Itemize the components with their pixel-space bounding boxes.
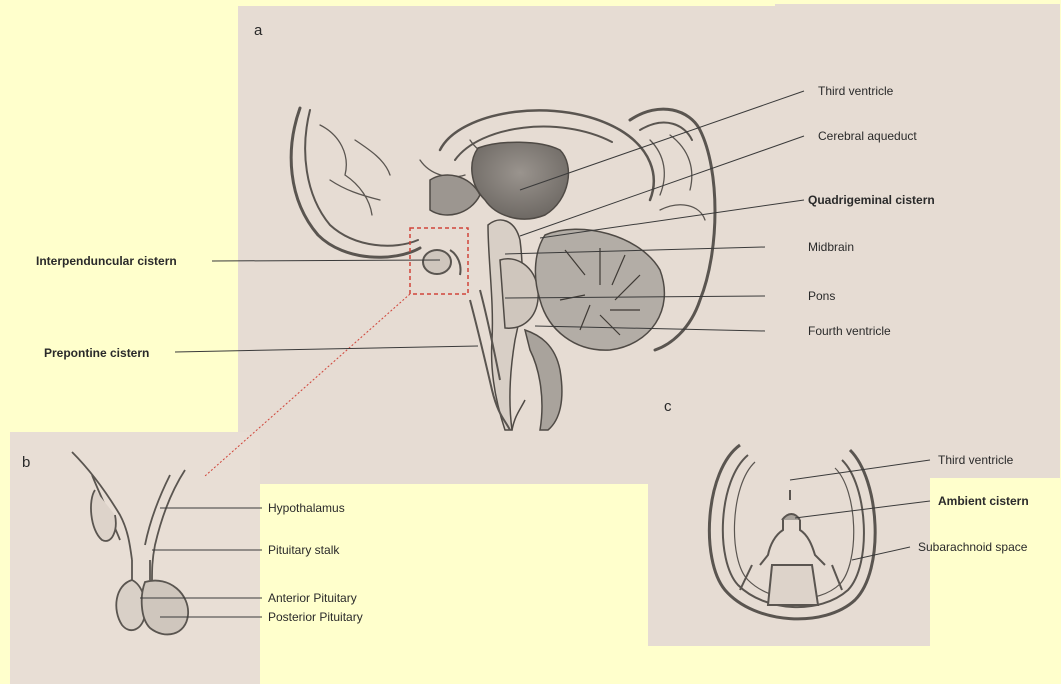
label-third-ventricle-a: Third ventricle <box>818 84 893 98</box>
label-subarachnoid-space: Subarachnoid space <box>918 540 1027 554</box>
label-midbrain: Midbrain <box>808 240 854 254</box>
label-fourth-ventricle: Fourth ventricle <box>808 324 891 338</box>
panel-b-paper <box>10 432 260 684</box>
label-ambient-cistern: Ambient cistern <box>938 494 1029 508</box>
panel-a-letter: a <box>254 22 262 39</box>
label-cerebral-aqueduct: Cerebral aqueduct <box>818 129 917 143</box>
label-pituitary-stalk: Pituitary stalk <box>268 543 339 557</box>
label-anterior-pituitary: Anterior Pituitary <box>268 591 357 605</box>
label-prepontine-cistern: Prepontine cistern <box>44 346 149 360</box>
label-posterior-pituitary: Posterior Pituitary <box>268 610 363 624</box>
panel-c-letter: c <box>664 398 672 415</box>
label-quadrigeminal-cistern: Quadrigeminal cistern <box>808 193 935 207</box>
label-hypothalamus: Hypothalamus <box>268 501 345 515</box>
label-third-ventricle-c: Third ventricle <box>938 453 1013 467</box>
label-pons: Pons <box>808 289 835 303</box>
label-interpeduncular-cistern: Interpenduncular cistern <box>36 254 177 268</box>
panel-b-letter: b <box>22 454 30 471</box>
